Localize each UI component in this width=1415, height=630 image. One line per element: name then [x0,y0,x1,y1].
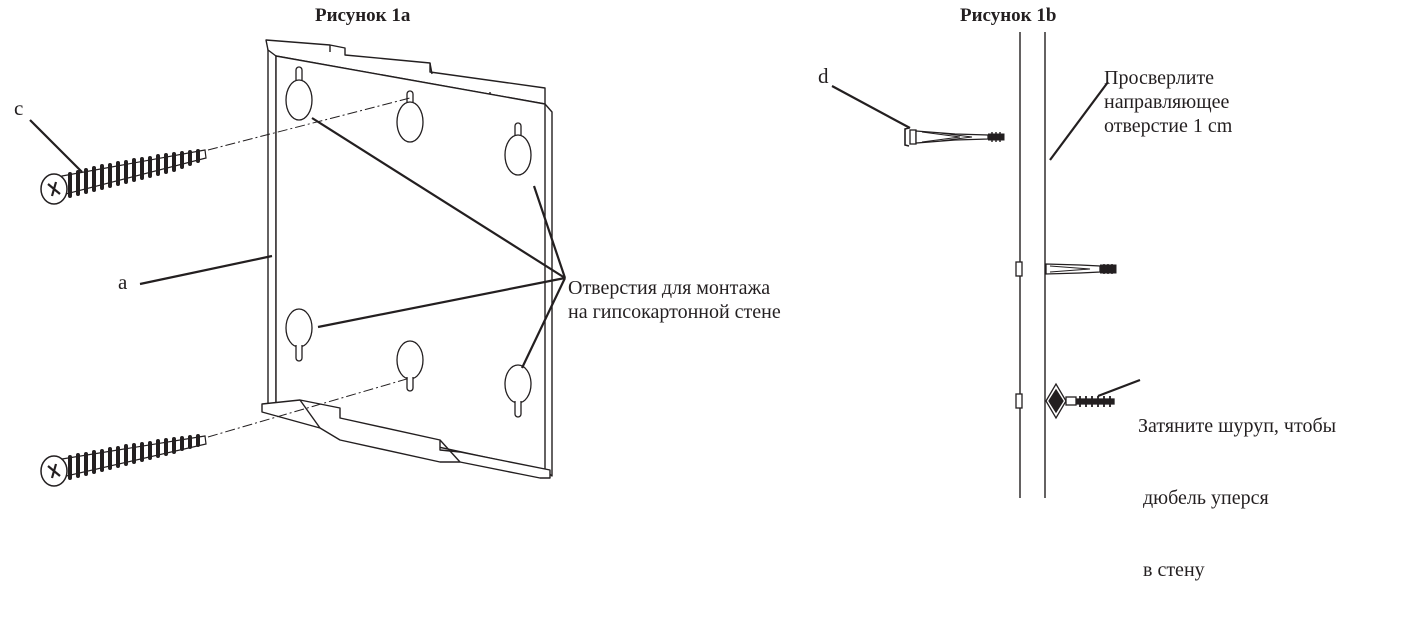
leader-lines-1b [831,81,1141,398]
callout-c: c [14,96,24,120]
keyhole-bottom-middle [396,340,424,392]
leader-hole-3 [317,276,566,329]
leader-lines-1a [29,117,567,369]
drywall-section [1019,32,1046,498]
screw-bottom [40,434,207,487]
callout-drill-line-3: отверстие 1 cm [1104,115,1233,137]
callout-tighten-line-2: дюбель уперся [1138,487,1269,509]
leader-c [29,119,83,173]
callout-tighten: Затяните шуруп, чтобы дюбель уперся в ст… [1138,366,1336,630]
leader-drill [1049,81,1109,161]
anchor-inserted [1015,261,1117,277]
callout-tighten-line-1: Затяните шуруп, чтобы [1138,415,1337,437]
leader-a [139,254,273,286]
callout-tighten-line-3: в стену [1138,559,1205,581]
keyhole-top-middle [396,90,424,143]
alignment-lines [207,97,411,438]
anchor-loose [904,127,1005,147]
diagram-artwork [29,32,1141,498]
callout-drill-line-2: направляющее [1104,91,1230,113]
keyhole-top-right [504,122,532,176]
callout-mount-holes-line-2: на гипсокартонной стене [568,301,781,323]
leader-hole-2 [532,185,567,279]
keyhole-top-left [285,66,313,121]
callout-mount-holes-line-1: Отверстия для монтажа [568,277,771,299]
mounting-bracket [261,39,553,479]
leader-hole-4 [521,277,566,369]
callout-a: a [118,270,128,294]
screw-top [40,149,207,205]
screws [40,149,207,487]
keyhole-holes [285,66,532,418]
leader-hole-1 [311,117,566,279]
keyhole-bottom-right [504,364,532,418]
figure-title-1a: Рисунок 1a [315,5,411,26]
leader-d [831,85,911,129]
figure-title-1b: Рисунок 1b [960,5,1057,26]
leader-tighten [1097,378,1141,398]
keyhole-bottom-left [285,308,313,362]
installation-diagram: Рисунок 1a Рисунок 1b c a d Отверстия дл… [14,5,1336,581]
callout-mount-holes: Отверстия для монтажа на гипсокартонной … [568,276,781,324]
anchor-tightened [1015,382,1115,420]
callout-drill: Просверлите направляющее отверстие 1 cm [1104,66,1232,138]
callout-d: d [818,64,829,88]
callout-drill-line-1: Просверлите [1104,67,1215,89]
